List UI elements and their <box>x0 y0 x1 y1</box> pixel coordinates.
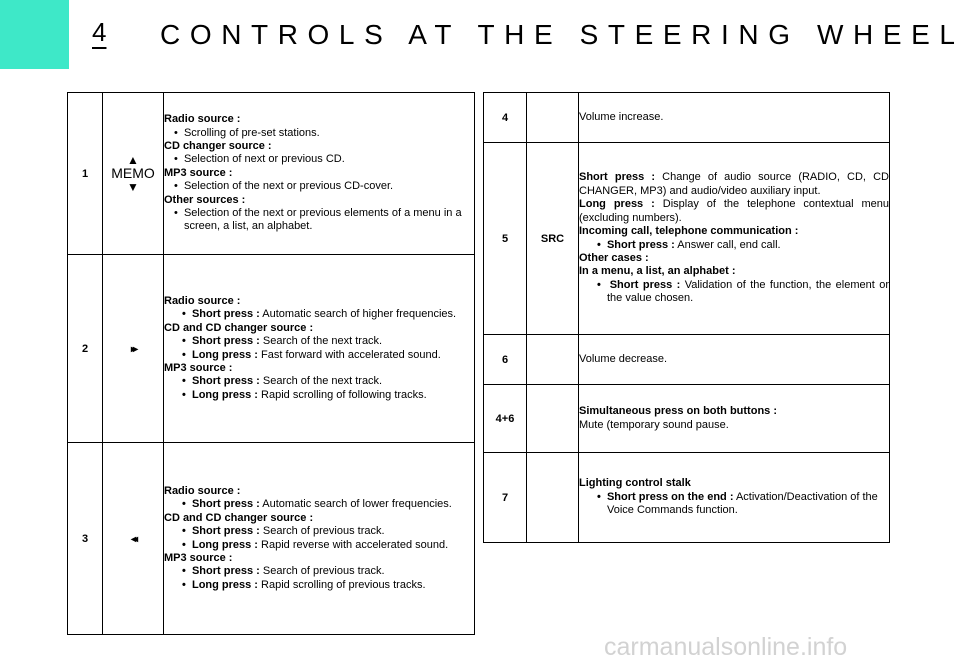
description-text: Volume decrease. <box>579 352 668 365</box>
section-heading: Radio source : <box>164 113 241 126</box>
control-number: 7 <box>483 452 527 543</box>
table-row: 1 ▲ MEMO ▼ Radio source : • Scrolling of… <box>67 92 475 255</box>
control-number: 4 <box>483 92 527 143</box>
description-text: Volume increase. <box>579 110 664 123</box>
control-description: Volume increase. <box>578 92 890 143</box>
control-number: 5 <box>483 142 527 335</box>
section-heading: MP3 source : <box>164 166 233 179</box>
mute-icon <box>526 384 579 453</box>
table-row: 4+6 Simultaneous press on both buttons :… <box>483 384 890 453</box>
list-item: • Short press : Automatic search of high… <box>182 308 457 321</box>
control-number: 6 <box>483 334 527 385</box>
list-item: • Selection of next or previous CD. <box>174 153 345 166</box>
chapter-tab <box>0 0 69 69</box>
control-description: Short press : Change of audio source (RA… <box>578 142 890 335</box>
section-heading: Incoming call, telephone communication : <box>579 225 799 238</box>
list-item: • Selection of the next or previous CD-c… <box>174 180 394 193</box>
list-item: • Short press : Search of previous track… <box>182 525 385 538</box>
section-heading: Lighting control stalk <box>579 477 691 490</box>
list-item: • Short press : Search of the next track… <box>182 375 383 388</box>
arrow-down-icon: ▼ <box>127 180 139 194</box>
section-heading: MP3 source : <box>164 361 233 374</box>
right-controls-table: 4 Volume increase. 5 SRC Short press : C… <box>483 92 890 543</box>
section-heading: Other sources : <box>164 193 246 206</box>
list-item: • Long press : Rapid scrolling of previo… <box>182 578 426 591</box>
control-description: Lighting control stalk • Short press on … <box>578 452 890 543</box>
page-title: CONTROLS AT THE STEERING WHEEL <box>160 19 960 50</box>
section-heading: Other cases : <box>579 251 649 264</box>
fast-forward-icon: ▸▸ <box>102 254 164 443</box>
table-row: 4 Volume increase. <box>483 92 890 143</box>
list-item: • Long press : Fast forward with acceler… <box>182 348 441 361</box>
memo-button-icon: ▲ MEMO ▼ <box>102 92 164 255</box>
list-item: • Short press : Answer call, end call. <box>597 238 781 251</box>
description-para: Long press : Display of the telephone co… <box>579 198 889 224</box>
section-heading: Radio source : <box>164 484 241 497</box>
section-heading: MP3 source : <box>164 551 233 564</box>
control-number: 1 <box>67 92 103 255</box>
section-heading: In a menu, a list, an alphabet : <box>579 265 736 278</box>
description-text: Mute (temporary sound pause. <box>579 418 729 431</box>
control-number: 4+6 <box>483 384 527 453</box>
section-heading: CD and CD changer source : <box>164 511 314 524</box>
arrow-up-icon: ▲ <box>127 153 139 167</box>
list-item: • Selection of the next or previous elem… <box>174 207 462 233</box>
list-item: • Short press : Search of the next track… <box>182 335 383 348</box>
list-item: • Long press : Rapid reverse with accele… <box>182 538 449 551</box>
section-heading: CD changer source : <box>164 139 272 152</box>
list-item: • Scrolling of pre-set stations. <box>174 126 320 139</box>
table-row: 3 ◂◂ Radio source : • Short press : Auto… <box>67 442 475 635</box>
control-description: Radio source : • Short press : Automatic… <box>163 442 475 635</box>
table-row: 6 Volume decrease. <box>483 334 890 385</box>
table-row: 7 Lighting control stalk • Short press o… <box>483 452 890 543</box>
page-number: 4 <box>92 17 107 47</box>
control-description: Simultaneous press on both buttons : Mut… <box>578 384 890 453</box>
control-description: Volume decrease. <box>578 334 890 385</box>
list-item: • Short press : Search of previous track… <box>182 565 385 578</box>
list-item: • Short press : Automatic search of lowe… <box>182 498 452 511</box>
section-heading: CD and CD changer source : <box>164 321 314 334</box>
rewind-icon: ◂◂ <box>102 442 164 635</box>
list-item: • Short press : Validation of the functi… <box>597 278 889 305</box>
control-description: Radio source : • Scrolling of pre-set st… <box>163 92 475 255</box>
table-row: 2 ▸▸ Radio source : • Short press : Auto… <box>67 254 475 443</box>
src-button-label: SRC <box>526 142 579 335</box>
memo-label: MEMO <box>111 165 155 181</box>
volume-down-icon <box>526 334 579 385</box>
table-row: 5 SRC Short press : Change of audio sour… <box>483 142 890 335</box>
section-heading: Simultaneous press on both buttons : <box>579 405 777 418</box>
section-heading: Radio source : <box>164 294 241 307</box>
control-number: 3 <box>67 442 103 635</box>
left-controls-table: 1 ▲ MEMO ▼ Radio source : • Scrolling of… <box>67 92 475 635</box>
list-item: • Short press on the end : Activation/De… <box>597 490 878 517</box>
control-description: Radio source : • Short press : Automatic… <box>163 254 475 443</box>
control-number: 2 <box>67 254 103 443</box>
lighting-stalk-icon <box>526 452 579 543</box>
watermark-footer: carmanualsonline.info <box>604 633 848 661</box>
list-item: • Long press : Rapid scrolling of follow… <box>182 388 427 401</box>
volume-up-icon <box>526 92 579 143</box>
description-para: Short press : Change of audio source (RA… <box>579 171 889 197</box>
